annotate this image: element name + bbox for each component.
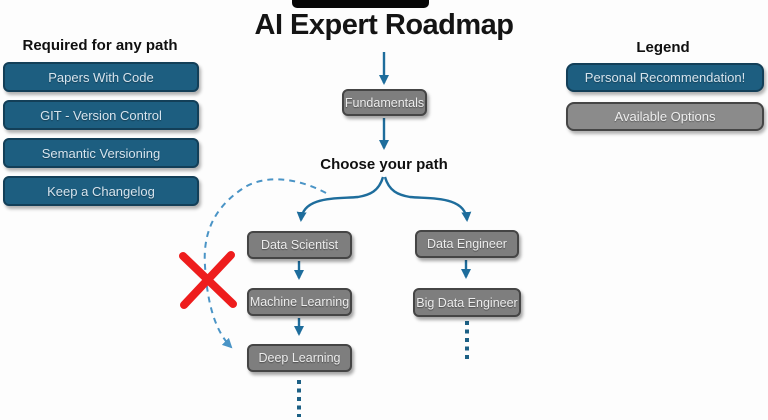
legend-available-options: Available Options (566, 102, 764, 131)
required-item-keep-a-changelog: Keep a Changelog (3, 176, 199, 206)
flow-node-machine-learning: Machine Learning (247, 288, 352, 316)
required-panel-heading: Required for any path (22, 37, 178, 54)
flow-node-data-engineer: Data Engineer (415, 230, 519, 258)
branch-right-to-data-engineer (383, 176, 472, 222)
flow-node-fundamentals: Fundamentals (342, 89, 427, 116)
flow-node-data-scientist: Data Scientist (247, 231, 352, 259)
decision-label: Choose your path (320, 156, 448, 173)
top-cropped-bar (292, 0, 429, 8)
legend-heading: Legend (636, 39, 690, 56)
flow-node-deep-learning: Deep Learning (247, 344, 352, 372)
page-title: AI Expert Roadmap (254, 9, 515, 41)
required-item-git-version-control: GIT - Version Control (3, 100, 199, 130)
required-item-semantic-versioning: Semantic Versioning (3, 138, 199, 168)
flow-node-big-data-engineer: Big Data Engineer (413, 288, 521, 317)
legend-personal-recommendation: Personal Recommendation! (566, 63, 764, 92)
required-item-papers-with-code: Papers With Code (3, 62, 199, 92)
rejected-path-x-icon (179, 251, 237, 309)
shortcut-to-deep-learning-arrow (203, 178, 327, 349)
branch-left-to-data-scientist (296, 176, 385, 222)
